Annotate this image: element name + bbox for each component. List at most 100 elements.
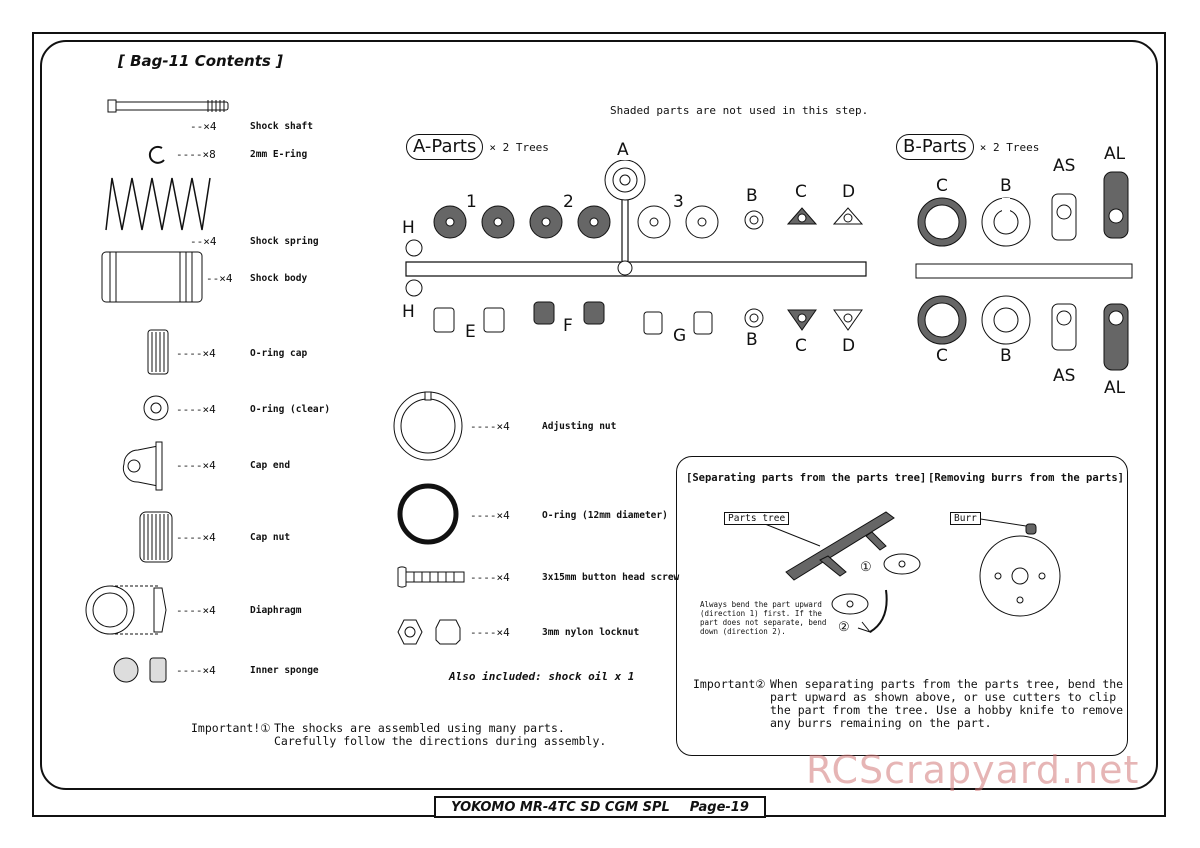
nylon-locknut-icon: [397, 619, 461, 645]
a-parts-header: A-Parts × 2 Trees: [406, 134, 549, 160]
left-label-9: Inner sponge: [250, 665, 319, 676]
a-letter-3: 3: [673, 192, 684, 212]
mid-label-3: 3mm nylon locknut: [542, 627, 640, 638]
shock-body-icon: [101, 251, 203, 303]
important-2-line-1: When separating parts from the parts tre…: [770, 677, 1124, 691]
b-letter-B-bottom: B: [1000, 346, 1012, 366]
left-label-4: O-ring cap: [250, 348, 308, 359]
footer-page: Page-19: [689, 799, 749, 815]
left-qty-8: ----×4: [176, 604, 216, 617]
inner-frame: [40, 40, 1158, 790]
mid-qty-2: ----×4: [470, 571, 510, 584]
bend-note: Always bend the part upward (direction 1…: [700, 600, 826, 636]
b-letter-AL-bottom: AL: [1104, 378, 1126, 398]
separating-box: [676, 456, 1128, 756]
inner-sponge-icon: [113, 657, 167, 683]
shock-spring-icon: [105, 177, 211, 231]
separating-heading: [Separating parts from the parts tree]: [686, 472, 927, 484]
left-qty-4: ----×4: [176, 347, 216, 360]
left-label-1: 2mm E-ring: [250, 149, 308, 160]
b-parts-badge: B-Parts: [896, 134, 974, 160]
left-label-6: Cap end: [250, 460, 291, 471]
o-ring-12mm-icon: [397, 483, 459, 545]
direction-1-mark: ①: [860, 560, 872, 575]
a-parts-badge: A-Parts: [406, 134, 484, 160]
cap-nut-icon: [139, 511, 173, 563]
left-label-7: Cap nut: [250, 532, 291, 543]
important-1-line2: Carefully follow the directions during a…: [274, 734, 607, 748]
b-parts-tree-drawing: [915, 171, 1133, 371]
e-ring-icon: [148, 145, 165, 164]
b-letter-AL-top: AL: [1104, 144, 1126, 164]
b-letter-C-bottom: C: [936, 346, 948, 366]
diaphragm-icon: [85, 585, 167, 635]
a-letter-A: A: [617, 140, 629, 160]
important-2-text: When separating parts from the parts tre…: [770, 678, 1123, 730]
a-letter-C-bottom: C: [795, 336, 807, 356]
left-parts-drawings: [85, 99, 229, 683]
burr-tag: Burr: [950, 512, 981, 525]
a-letter-E: E: [465, 322, 476, 342]
mid-qty-1: ----×4: [470, 509, 510, 522]
a-letter-B-top: B: [746, 186, 758, 206]
burrs-heading: [Removing burrs from the parts]: [928, 472, 1124, 484]
left-qty-1: ----×8: [176, 148, 216, 161]
left-label-8: Diaphragm: [250, 605, 302, 616]
b-letter-C-top: C: [936, 176, 948, 196]
left-qty-7: ----×4: [176, 531, 216, 544]
a-letter-D-top: D: [842, 182, 856, 202]
adjusting-nut-icon: [393, 391, 463, 461]
important-2-line-4: any burrs remaining on the part.: [770, 716, 992, 730]
shock-shaft-icon: [107, 99, 229, 113]
left-label-5: O-ring (clear): [250, 404, 331, 415]
also-included: Also included: shock oil x 1: [449, 670, 635, 683]
left-qty-9: ----×4: [176, 664, 216, 677]
a-letter-C-top: C: [795, 182, 807, 202]
left-label-0: Shock shaft: [250, 121, 313, 132]
parts-tree-tag: Parts tree: [724, 512, 790, 525]
a-letter-1: 1: [466, 192, 477, 212]
mid-label-2: 3x15mm button head screw: [542, 572, 680, 583]
bend-note-line-2: (direction 1) first. If the: [700, 609, 822, 618]
mid-parts-drawings: [393, 391, 465, 645]
bend-note-line-1: Always bend the part upward: [700, 600, 822, 609]
important-1-prefix: Important!①: [191, 721, 271, 735]
mid-label-0: Adjusting nut: [542, 421, 617, 432]
left-qty-2: --×4: [190, 235, 217, 248]
a-letter-H-top: H: [402, 218, 415, 238]
o-ring-clear-icon: [143, 395, 169, 421]
bend-note-line-3: part does not separate, bend: [700, 618, 827, 627]
b-parts-trees: × 2 Trees: [979, 140, 1040, 154]
left-qty-5: ----×4: [176, 403, 216, 416]
left-qty-3: --×4: [206, 272, 233, 285]
cap-end-icon: [122, 441, 163, 491]
left-qty-0: --×4: [190, 120, 217, 133]
left-label-2: Shock spring: [250, 236, 319, 247]
left-qty-6: ----×4: [176, 459, 216, 472]
direction-2-mark: ②: [838, 620, 850, 635]
button-head-screw-icon: [397, 566, 465, 588]
left-label-3: Shock body: [250, 273, 308, 284]
a-letter-F: F: [563, 316, 573, 336]
a-letter-2: 2: [563, 192, 574, 212]
b-letter-B-top: B: [1000, 176, 1012, 196]
footer: YOKOMO MR-4TC SD CGM SPL Page-19: [434, 796, 766, 818]
important-1-line1: The shocks are assembled using many part…: [274, 721, 565, 735]
footer-model: YOKOMO MR-4TC SD CGM SPL: [451, 799, 670, 815]
separating-drawing: [759, 511, 1061, 634]
a-letter-B-bottom: B: [746, 330, 758, 350]
a-letter-D-bottom: D: [842, 336, 856, 356]
watermark: RCScrapyard.net: [806, 748, 1140, 792]
b-parts-header: B-Parts × 2 Trees: [896, 134, 1039, 160]
page-title: [ Bag-11 Contents ]: [118, 52, 283, 70]
important-2-line-2: part upward as shown above, or use cutte…: [770, 690, 1117, 704]
a-parts-tree-drawing: [405, 160, 867, 335]
mid-qty-3: ----×4: [470, 626, 510, 639]
bend-note-line-4: down (direction 2).: [700, 627, 786, 636]
b-letter-AS-bottom: AS: [1053, 366, 1076, 386]
important-2-prefix: Important②: [693, 677, 766, 691]
important-2-line-3: the part from the tree. Use a hobby knif…: [770, 703, 1124, 717]
a-letter-G: G: [673, 326, 687, 346]
mid-label-1: O-ring (12mm diameter): [542, 510, 668, 521]
a-parts-trees: × 2 Trees: [489, 140, 549, 154]
